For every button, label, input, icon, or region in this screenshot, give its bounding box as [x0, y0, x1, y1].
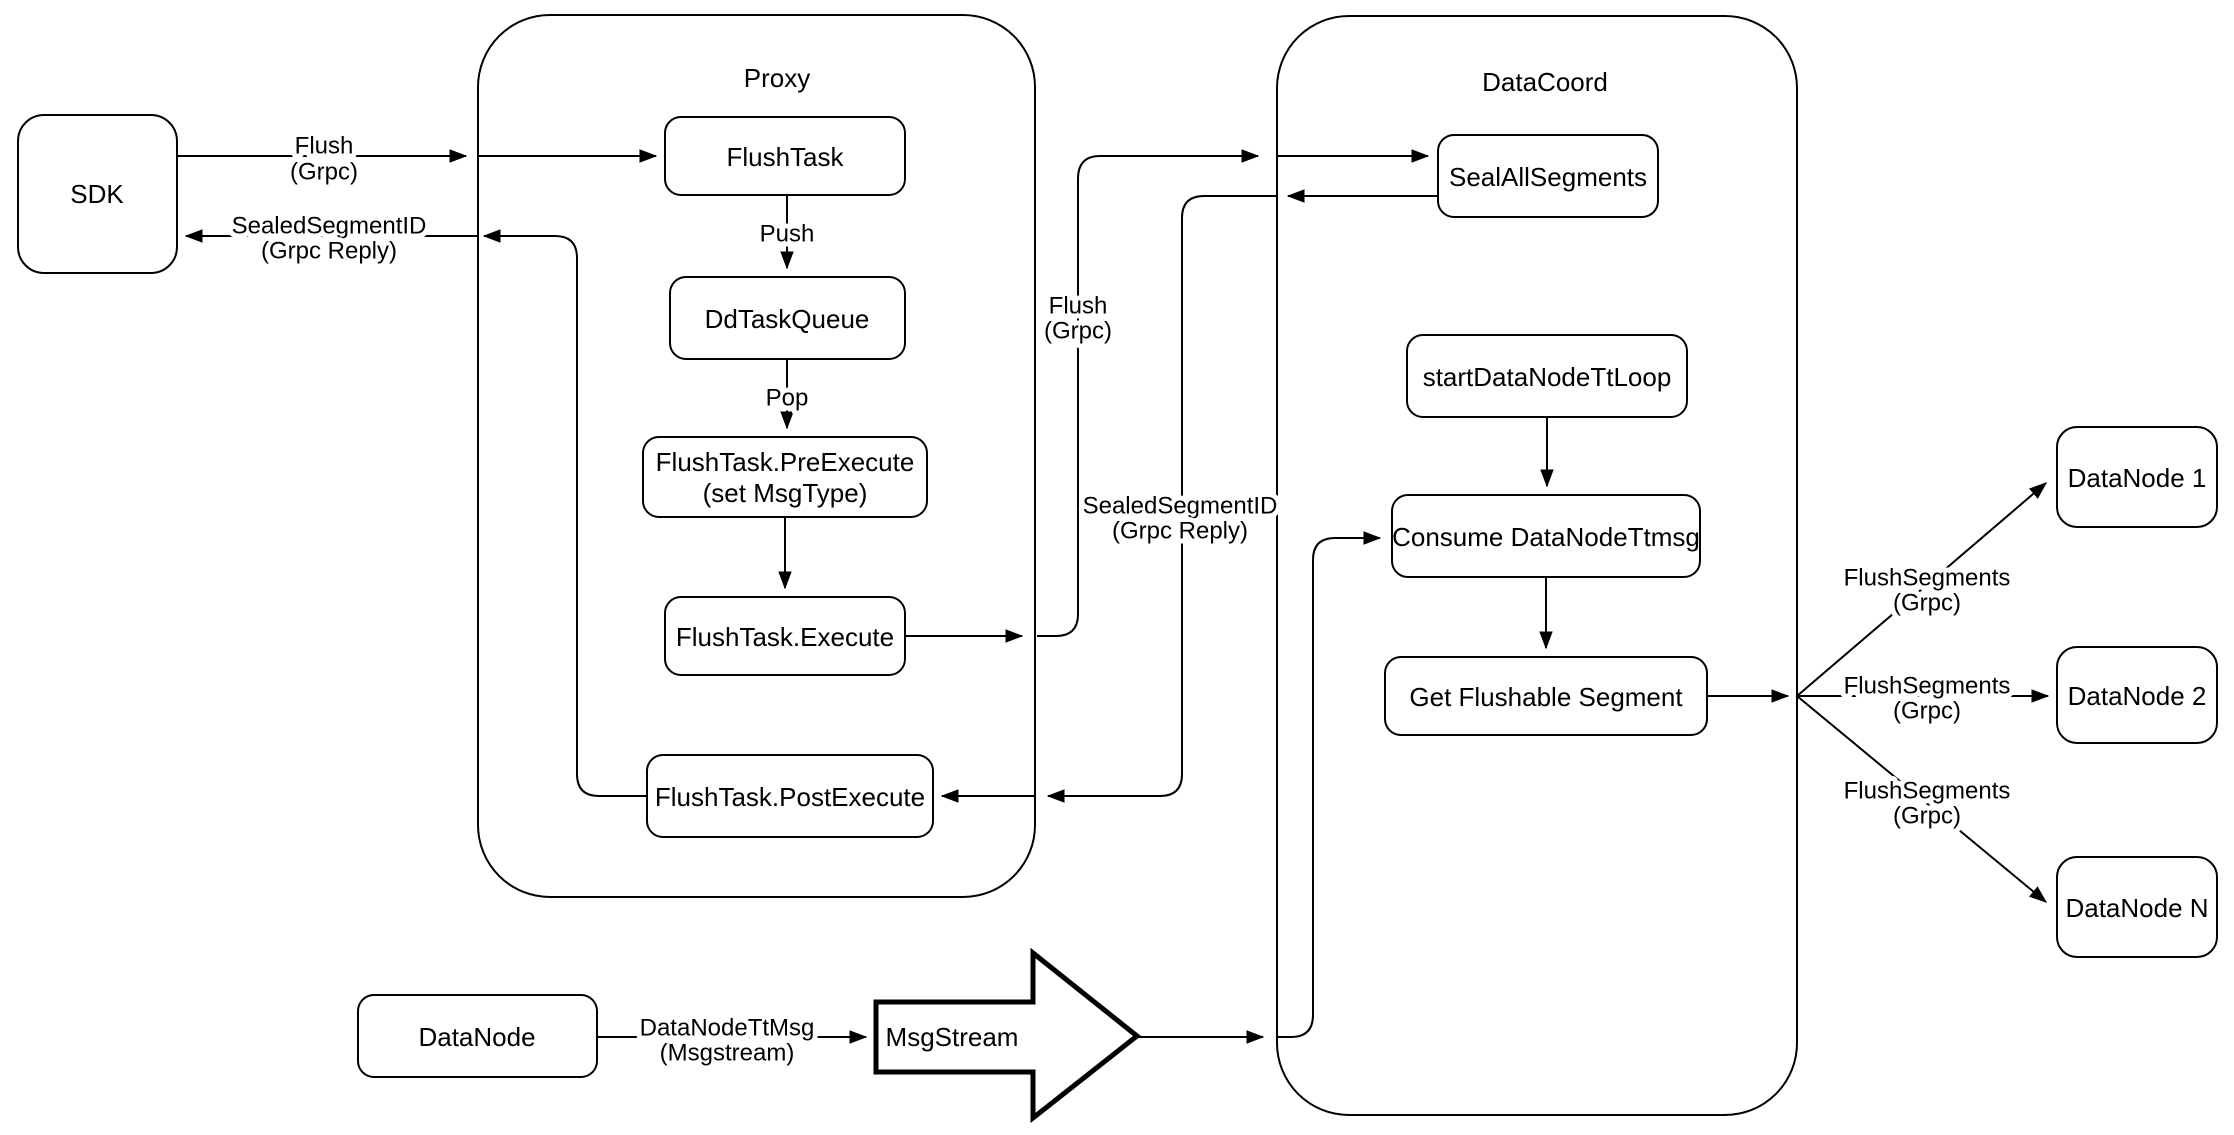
datanode-n-label: DataNode N	[2065, 893, 2208, 923]
datanode-n-box	[2056, 856, 2218, 958]
node-post-execute: FlushTask.PostExecute	[646, 754, 934, 838]
edge-label-flushsegments1-line2: (Grpc)	[1893, 590, 1961, 617]
edge-labels: Flush (Grpc) SealedSegmentID (Grpc Reply…	[227, 128, 2016, 1072]
consume-datanode-ttmsg-label: Consume DataNodeTtmsg	[1392, 522, 1700, 552]
edge-label-flushsegments1-line1: FlushSegments	[1844, 565, 2011, 592]
start-datanode-tt-loop-box	[1406, 334, 1688, 418]
flush-task-box	[664, 116, 906, 196]
edge-label-flush-mid-line2: (Grpc)	[1044, 318, 1112, 345]
msgstream-arrow-shape	[873, 947, 1142, 1124]
post-execute-label: FlushTask.PostExecute	[655, 782, 925, 812]
seal-all-segments-label: SealAllSegments	[1449, 162, 1647, 192]
flush-task-label: FlushTask	[726, 142, 844, 172]
edge-label-pop: Pop	[766, 385, 809, 412]
consume-datanode-ttmsg-box	[1391, 494, 1701, 578]
datanode-1-label: DataNode 1	[2068, 463, 2207, 493]
datanode-1-box	[2056, 426, 2218, 528]
edge-label-flushsegments2-line1: FlushSegments	[1844, 673, 2011, 700]
edge-postexecute-to-proxyborder	[484, 236, 647, 797]
get-flushable-segment-box	[1384, 656, 1708, 736]
datanode-bottom-label: DataNode	[418, 1022, 535, 1052]
sdk-box	[17, 114, 178, 274]
execute-label: FlushTask.Execute	[676, 622, 894, 652]
edge-label-sealed-sdk-line1: SealedSegmentID	[232, 213, 427, 240]
proxy-container: Proxy	[477, 14, 1036, 898]
node-flush-task: FlushTask	[664, 116, 906, 196]
edge-label-sealed-mid-line2: (Grpc Reply)	[1112, 518, 1248, 545]
node-start-datanode-tt-loop: startDataNodeTtLoop	[1406, 334, 1688, 418]
node-datanode-2: DataNode 2	[2056, 646, 2218, 744]
start-datanode-tt-loop-label: startDataNodeTtLoop	[1423, 362, 1672, 392]
pre-execute-label-line1: FlushTask.PreExecute	[656, 447, 915, 477]
node-consume-datanode-ttmsg: Consume DataNodeTtmsg	[1391, 494, 1701, 578]
datanode-2-label: DataNode 2	[2068, 681, 2207, 711]
datanode-2-box	[2056, 646, 2218, 744]
edge-label-datanode-ttmsg-line1: DataNodeTtMsg	[640, 1015, 815, 1042]
edge-label-flush-sdk-line1: Flush	[295, 133, 354, 160]
post-execute-box	[646, 754, 934, 838]
node-datanode-bottom: DataNode	[357, 994, 598, 1078]
datacoord-container: DataCoord	[1276, 15, 1798, 1116]
sdk-label: SDK	[70, 179, 124, 209]
edge-label-flushsegmentsn-line1: FlushSegments	[1844, 778, 2011, 805]
node-msgstream: MsgStream	[873, 947, 1142, 1124]
edge-reply-to-proxyborder	[1048, 195, 1277, 796]
edge-label-flushsegmentsn-line2: (Grpc)	[1893, 803, 1961, 830]
node-get-flushable-segment: Get Flushable Segment	[1384, 656, 1708, 736]
edge-label-sealed-mid-line1: SealedSegmentID	[1083, 493, 1278, 520]
datacoord-container-label: DataCoord	[1482, 67, 1608, 97]
datacoord-container-border	[1276, 15, 1798, 1116]
node-execute: FlushTask.Execute	[664, 596, 906, 676]
node-datanode-n: DataNode N	[2056, 856, 2218, 958]
msgstream-label: MsgStream	[886, 1022, 1019, 1052]
proxy-container-border	[477, 14, 1036, 898]
edge-label-flushsegments2-line2: (Grpc)	[1893, 698, 1961, 725]
edge-label-datanode-ttmsg-line2: (Msgstream)	[660, 1040, 795, 1067]
pre-execute-box	[642, 436, 928, 518]
node-datanode-1: DataNode 1	[2056, 426, 2218, 528]
edge-flush-to-datacoordborder	[1037, 156, 1258, 637]
dd-task-queue-box	[669, 276, 906, 360]
edge-fan-to-datanoden	[1796, 695, 2046, 902]
datanode-bottom-box	[357, 994, 598, 1078]
edge-label-push: Push	[760, 221, 815, 248]
node-sdk: SDK	[17, 114, 178, 274]
edge-label-flush-mid-line1: Flush	[1049, 293, 1108, 320]
edge-label-sealed-sdk-line2: (Grpc Reply)	[261, 238, 397, 265]
edge-fan-to-datanode1	[1796, 483, 2046, 697]
proxy-container-label: Proxy	[744, 63, 810, 93]
seal-all-segments-box	[1437, 134, 1659, 218]
node-pre-execute: FlushTask.PreExecute (set MsgType)	[642, 436, 928, 518]
get-flushable-segment-label: Get Flushable Segment	[1409, 682, 1683, 712]
edge-label-flush-sdk-line2: (Grpc)	[290, 159, 358, 186]
pre-execute-label-line2: (set MsgType)	[703, 478, 868, 508]
edges	[178, 156, 2048, 1037]
node-seal-all-segments: SealAllSegments	[1437, 134, 1659, 218]
node-dd-task-queue: DdTaskQueue	[669, 276, 906, 360]
execute-box	[664, 596, 906, 676]
edge-border-to-consume	[1277, 538, 1380, 1038]
dd-task-queue-label: DdTaskQueue	[705, 304, 870, 334]
